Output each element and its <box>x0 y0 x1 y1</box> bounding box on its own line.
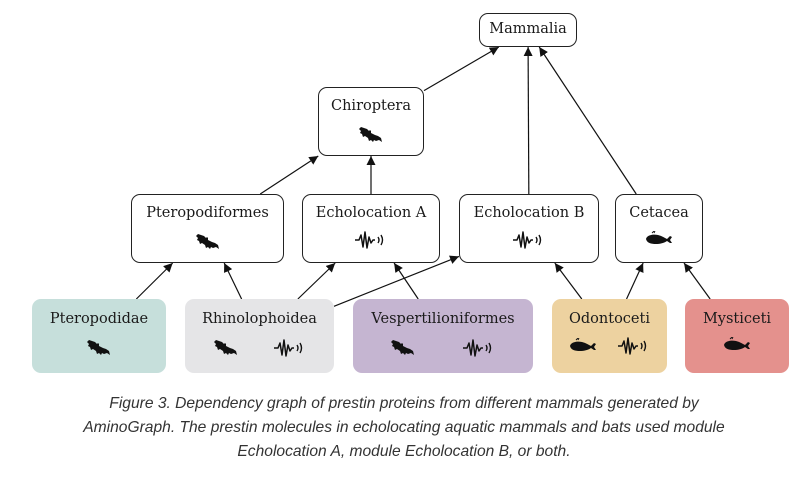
edge-rhinolophoidea-to-pteropodiformes <box>223 262 243 300</box>
dependency-graph: Mammalia Chiroptera Pteropodiformes Echo… <box>32 13 789 373</box>
node-label: Mammalia <box>489 21 567 37</box>
edge-rhinolophoidea-to-echolocation_b <box>333 255 460 307</box>
node-chiroptera: Chiroptera <box>318 87 424 156</box>
node-label: Echolocation A <box>315 205 427 221</box>
node-mammalia: Mammalia <box>479 13 577 47</box>
bat-icon <box>195 231 221 253</box>
node-label: Pteropodiformes <box>146 205 269 221</box>
bat-icon <box>213 337 239 359</box>
edge-pteropodiformes-to-chiroptera <box>259 155 319 195</box>
node-label: Echolocation B <box>473 205 585 221</box>
echolocation-wave-icon <box>617 337 651 355</box>
node-echolocation-a: Echolocation A <box>302 194 440 263</box>
node-pteropodiformes: Pteropodiformes <box>131 194 284 263</box>
edge-odontoceti-to-cetacea <box>625 262 644 300</box>
edge-odontoceti-to-echolocation_b <box>554 262 583 300</box>
echolocation-wave-icon <box>512 231 546 249</box>
node-label: Pteropodidae <box>49 311 149 327</box>
edge-rhinolophoidea-to-echolocation_a <box>297 262 336 300</box>
edge-vespertilioniformes-to-echolocation_a <box>393 262 419 300</box>
echolocation-wave-icon <box>273 339 307 357</box>
node-rhinolophoidea: Rhinolophoidea <box>185 299 334 373</box>
edge-mysticeti-to-cetacea <box>683 262 711 300</box>
whale-icon <box>645 231 673 247</box>
bat-icon <box>86 337 112 359</box>
node-pteropodidae: Pteropodidae <box>32 299 166 373</box>
edge-echolocation_b-to-mammalia <box>523 46 533 195</box>
node-label: Cetacea <box>629 205 689 221</box>
caption-line-1: Figure 3. Dependency graph of prestin pr… <box>109 395 699 412</box>
echolocation-wave-icon <box>354 231 388 249</box>
edge-cetacea-to-mammalia <box>538 46 637 195</box>
bat-icon <box>358 124 384 146</box>
node-echolocation-b: Echolocation B <box>459 194 599 263</box>
caption-line-2: AminoGraph. The prestin molecules in ech… <box>83 419 725 436</box>
figure-caption: Figure 3. Dependency graph of prestin pr… <box>0 392 808 464</box>
whale-icon <box>723 337 751 353</box>
caption-line-3: Echolocation A, module Echolocation B, o… <box>237 443 571 460</box>
node-mysticeti: Mysticeti <box>685 299 789 373</box>
node-label: Chiroptera <box>331 98 411 114</box>
whale-icon <box>569 338 597 354</box>
node-label: Rhinolophoidea <box>202 311 317 327</box>
node-odontoceti: Odontoceti <box>552 299 667 373</box>
edge-layer <box>135 46 711 307</box>
node-label: Odontoceti <box>569 311 650 327</box>
node-cetacea: Cetacea <box>615 194 703 263</box>
edge-pteropodidae-to-pteropodiformes <box>135 262 174 300</box>
node-label: Mysticeti <box>702 311 772 327</box>
node-label: Vespertilioniformes <box>371 311 515 327</box>
edge-chiroptera-to-mammalia <box>423 46 500 92</box>
node-vespertilioniformes: Vespertilioniformes <box>353 299 533 373</box>
echolocation-wave-icon <box>462 339 496 357</box>
bat-icon <box>390 337 416 359</box>
